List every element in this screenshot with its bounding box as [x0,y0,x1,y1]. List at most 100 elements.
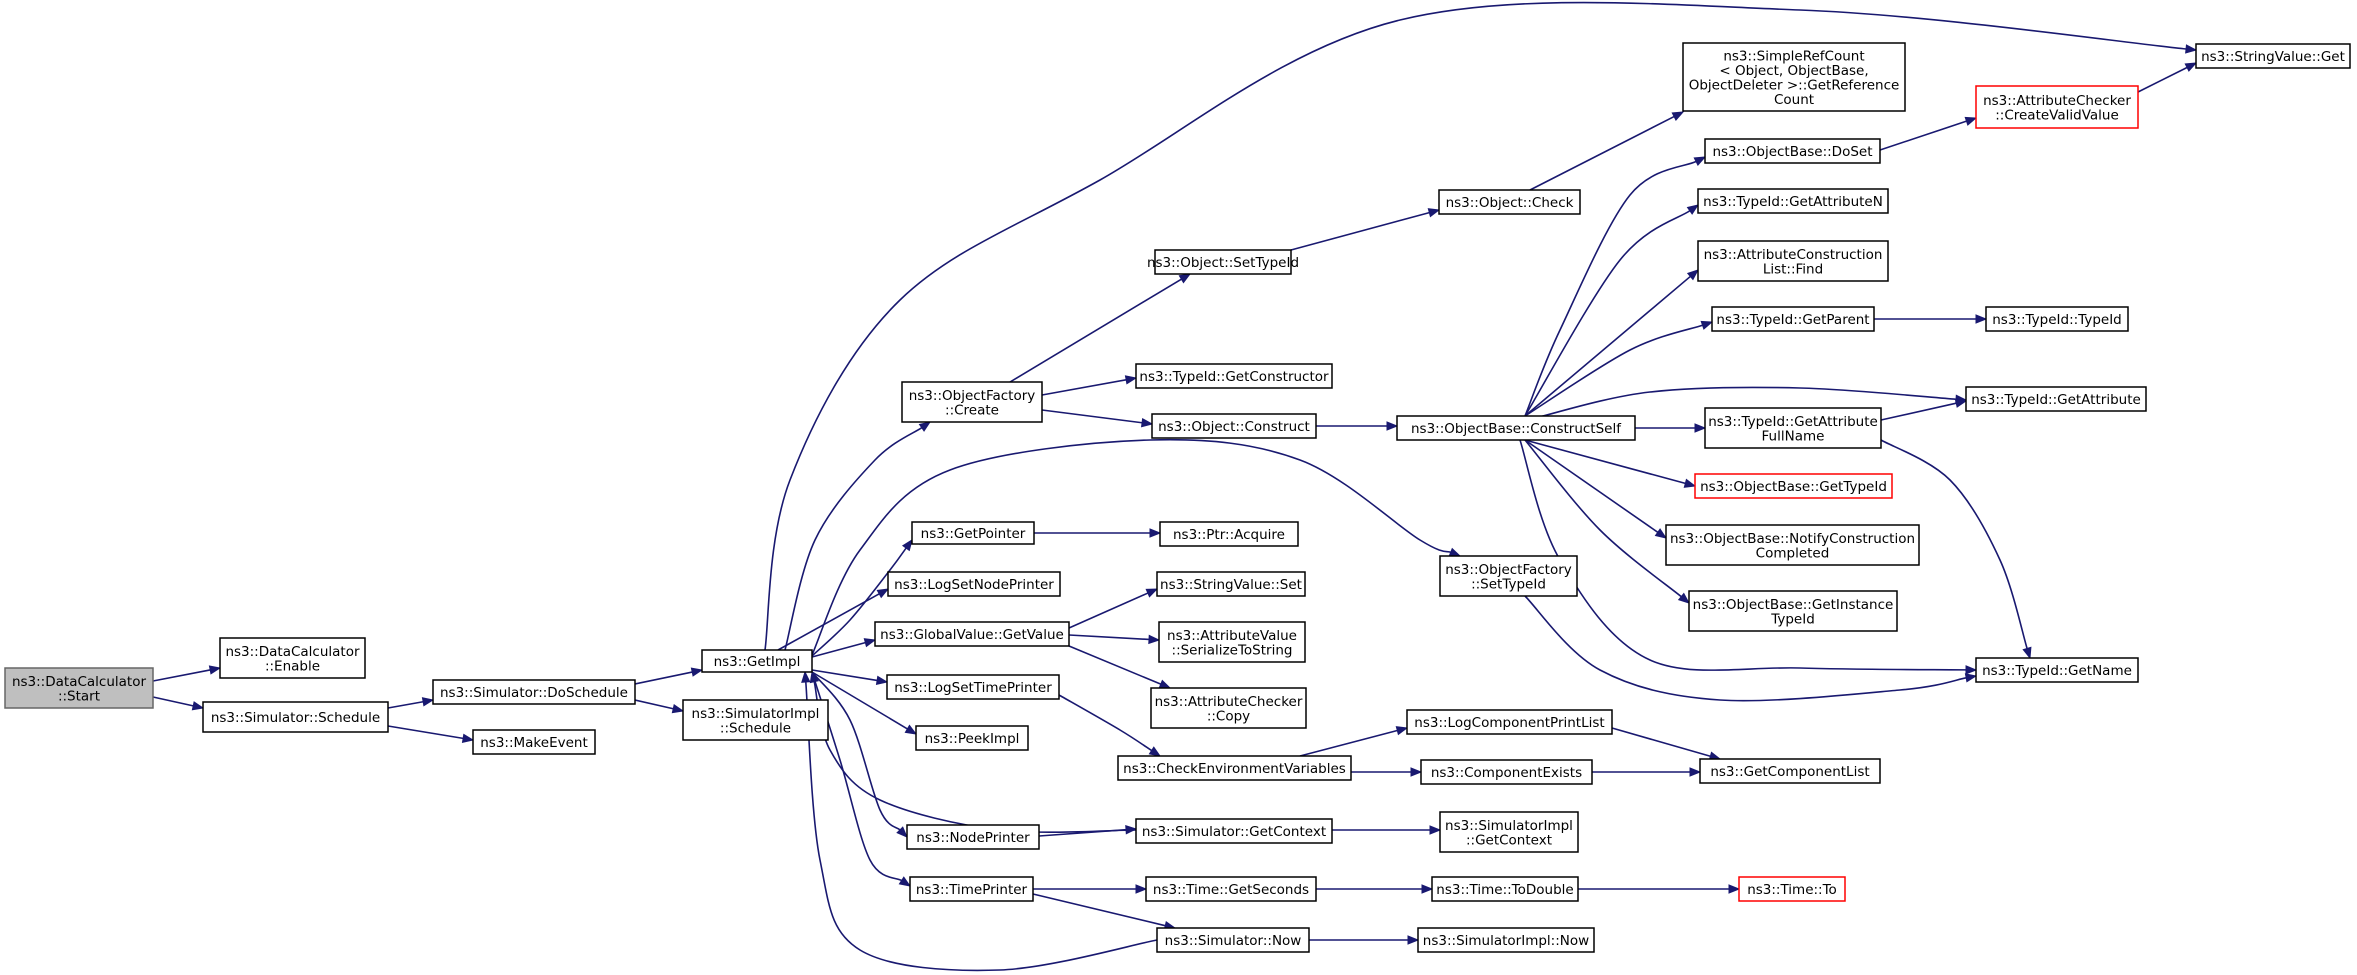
edge-line [1041,409,1143,424]
node-box [1150,687,1307,729]
node-objfactorysettypeid[interactable]: ns3::ObjectFactory::SetTypeId [1439,555,1578,597]
arrowhead-icon [461,733,475,743]
arrowhead-icon [904,724,918,735]
edge-line [387,725,464,740]
node-label: ns3::ComponentExists [1431,765,1582,781]
node-layer: ns3::DataCalculator::Startns3::DataCalcu… [4,42,2351,953]
node-peekimpl[interactable]: ns3::PeekImpl [915,725,1029,751]
arrowhead-icon [1700,320,1714,330]
edge-line [1524,439,1682,598]
arrowhead-icon [1145,588,1159,598]
node-timeprinter[interactable]: ns3::TimePrinter [909,876,1034,902]
edge-line [1032,893,1166,927]
edge-line [1880,402,1957,421]
node-doschedule[interactable]: ns3::Simulator::DoSchedule [432,679,636,705]
node-box [1156,571,1306,597]
edge-line [1880,439,2028,649]
node-box [887,571,1061,597]
node-timegetseconds[interactable]: ns3::Time::GetSeconds [1145,876,1317,902]
node-label: List::Find [1763,261,1823,277]
node-label: ns3::Time::To [1747,882,1837,898]
node-typeidgetparent[interactable]: ns3::TypeId::GetParent [1711,306,1875,332]
node-box [1156,927,1310,953]
arrowhead-icon [1686,204,1700,215]
node-label: ns3::GetComponentList [1710,764,1869,780]
node-attrcheckercreatevalid[interactable]: ns3::AttributeChecker::CreateValidValue [1975,85,2139,129]
node-logcomponentprintlist[interactable]: ns3::LogComponentPrintList [1406,709,1613,735]
node-simimplgetcontext[interactable]: ns3::SimulatorImpl::GetContext [1439,811,1579,853]
node-label: ns3::Simulator::GetContext [1142,824,1326,840]
arrowhead-icon [1686,269,1700,281]
node-objectsettypeid[interactable]: ns3::Object::SetTypeId [1147,249,1299,275]
edge-getimpl-to-stringvalueget [764,1,2198,651]
edge-line [1041,378,1127,396]
node-objfactorycreate[interactable]: ns3::ObjectFactory::Create [901,381,1043,423]
node-timetodouble[interactable]: ns3::Time::ToDouble [1431,876,1579,902]
node-simimplschedule[interactable]: ns3::SimulatorImpl::Schedule [682,699,829,741]
node-objectcheck[interactable]: ns3::Object::Check [1438,189,1581,215]
edge-line [1534,386,1957,419]
node-ptracquire[interactable]: ns3::Ptr::Acquire [1159,521,1299,547]
node-simimplnow[interactable]: ns3::SimulatorImpl::Now [1417,927,1595,953]
node-simplerefcount[interactable]: ns3::SimpleRefCount< Object, ObjectBase,… [1682,42,1906,112]
node-enable[interactable]: ns3::DataCalculator::Enable [219,637,366,679]
node-typeidgetname[interactable]: ns3::TypeId::GetName [1975,657,2139,683]
arrowhead-icon [1683,478,1697,488]
edge-objectsettypeid-to-objectcheck [1290,208,1441,251]
node-makeevent[interactable]: ns3::MakeEvent [472,729,596,755]
node-notifyconstruction[interactable]: ns3::ObjectBase::NotifyConstructionCompl… [1665,524,1920,566]
arrowhead-icon [1954,398,1968,408]
edge-typeidgetattributefullname-to-typeidgetattribute [1880,398,1968,421]
edge-objfactorycreate-to-objectsettypeid [1009,273,1192,383]
node-box [1396,415,1636,441]
node-label: ns3::TypeId::GetConstructor [1139,369,1329,385]
node-constructself[interactable]: ns3::ObjectBase::ConstructSelf [1396,415,1636,441]
node-typeidgetconstructor[interactable]: ns3::TypeId::GetConstructor [1135,363,1333,389]
node-label: ns3::NodePrinter [916,830,1030,846]
node-typeidgetattribute[interactable]: ns3::TypeId::GetAttribute [1965,386,2147,412]
node-label: ::Enable [265,658,320,674]
edge-objectbasedoset-to-attrcheckercreatevalid [1879,116,1978,151]
arrowhead-icon [1178,273,1192,284]
node-stringvalueset[interactable]: ns3::StringValue::Set [1156,571,1306,597]
node-simnow[interactable]: ns3::Simulator::Now [1156,927,1310,953]
edge-objfactorycreate-to-typeidgetconstructor [1041,375,1138,396]
arrowhead-icon [208,665,222,675]
node-globalvalueget[interactable]: ns3::GlobalValue::GetValue [874,621,1070,647]
node-logsetnodeprinter[interactable]: ns3::LogSetNodePrinter [887,571,1061,597]
arrowhead-icon [1694,423,1707,433]
edge-logsettimeprinter-to-checkenv [1058,694,1162,757]
node-label: ns3::GetPointer [921,526,1026,542]
node-simgetcontext[interactable]: ns3::Simulator::GetContext [1135,818,1333,844]
edge-typeidgetattributefullname-to-typeidgetname [1880,439,2032,660]
node-logsettimeprinter[interactable]: ns3::LogSetTimePrinter [886,674,1060,700]
node-getimpl[interactable]: ns3::GetImpl [701,649,813,673]
edge-line [1524,210,1691,417]
node-objectbasegettypeid[interactable]: ns3::ObjectBase::GetTypeId [1694,473,1893,499]
node-label: ns3::SimpleRefCount [1723,48,1864,64]
node-typeidtypeid[interactable]: ns3::TypeId::TypeId [1985,306,2129,332]
node-schedule[interactable]: ns3::Simulator::Schedule [202,701,389,733]
arrowhead-icon [1140,417,1154,428]
node-label: Completed [1756,545,1830,561]
node-label: Count [1774,92,1814,108]
node-typeidgetattributen[interactable]: ns3::TypeId::GetAttributeN [1697,188,1889,214]
node-timeto[interactable]: ns3::Time::To [1738,876,1846,902]
arrowhead-icon [1421,884,1434,894]
node-box [701,649,813,673]
node-stringvalueget[interactable]: ns3::StringValue::Get [2195,43,2351,69]
node-objectconstruct[interactable]: ns3::Object::Construct [1151,413,1317,439]
node-objectbasedoset[interactable]: ns3::ObjectBase::DoSet [1704,138,1881,164]
node-attrcheckercopy[interactable]: ns3::AttributeChecker::Copy [1150,687,1307,729]
node-attrvalueserialize[interactable]: ns3::AttributeValue::SerializeToString [1158,621,1306,663]
node-componentexists[interactable]: ns3::ComponentExists [1420,759,1593,785]
node-getpointer[interactable]: ns3::GetPointer [911,521,1035,545]
node-checkenv[interactable]: ns3::CheckEnvironmentVariables [1117,755,1352,781]
node-box [2195,43,2351,69]
node-getcomponentlist[interactable]: ns3::GetComponentList [1699,758,1881,784]
node-nodeprinter[interactable]: ns3::NodePrinter [906,824,1040,850]
edge-line [2137,66,2188,93]
